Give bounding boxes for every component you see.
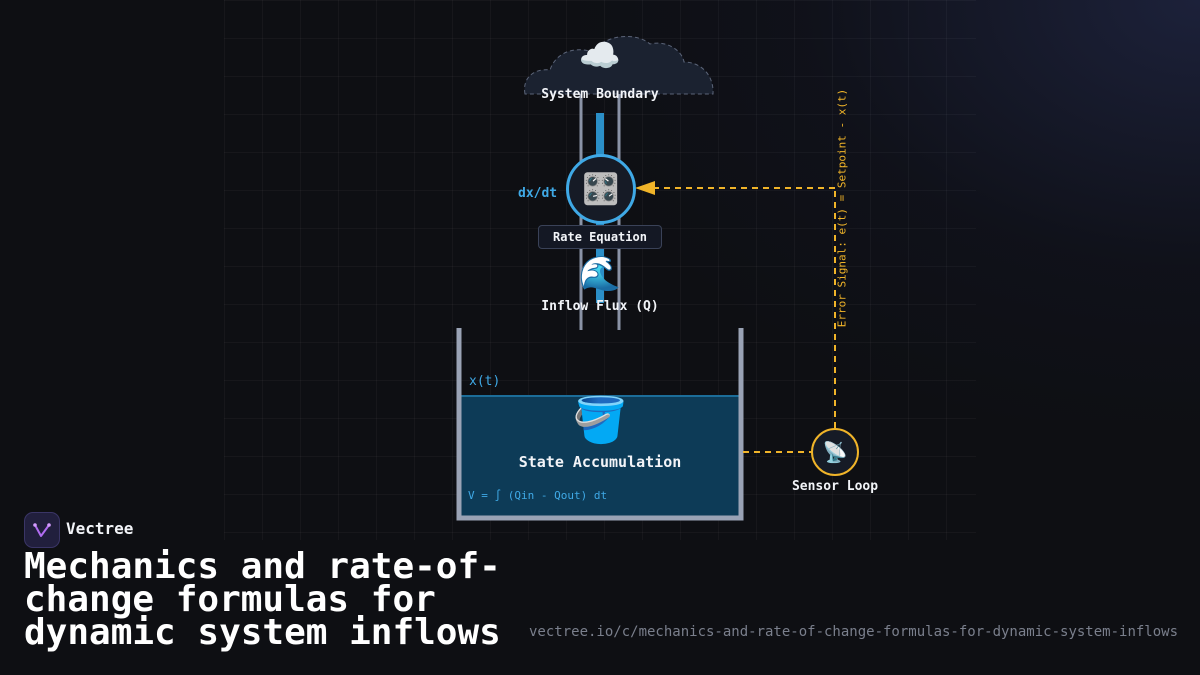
rate-equation-label: Rate Equation bbox=[538, 225, 662, 249]
bucket-icon: 🪣 bbox=[572, 395, 628, 446]
page-url[interactable]: vectree.io/c/mechanics-and-rate-of-chang… bbox=[529, 624, 1179, 640]
error-signal-label: Error Signal: e(t) = Setpoint - x(t) bbox=[835, 88, 849, 328]
page-title: Mechanics and rate-of-change formulas fo… bbox=[24, 546, 501, 653]
sensor-node[interactable]: 📡 bbox=[811, 428, 859, 476]
water-wave-icon: 🌊 bbox=[578, 254, 622, 294]
state-variable: x(t) bbox=[469, 374, 501, 389]
tank-walls bbox=[456, 328, 744, 521]
state-accumulation-label: State Accumulation bbox=[518, 453, 682, 471]
cloud-icon: ☁️ bbox=[578, 36, 622, 76]
satellite-antenna-icon: 📡 bbox=[822, 440, 848, 464]
system-boundary-label: System Boundary bbox=[541, 87, 659, 102]
rate-symbol: dx/dt bbox=[518, 186, 558, 201]
inflow-flux-label: Inflow Flux (Q) bbox=[541, 299, 659, 314]
tank-water bbox=[461, 395, 739, 516]
system-boundary-cloud bbox=[524, 35, 714, 95]
tank-water-surface bbox=[461, 395, 739, 397]
feedback-arrowhead bbox=[635, 181, 655, 195]
sensor-loop-label: Sensor Loop bbox=[791, 479, 879, 494]
rate-equation-node[interactable]: 🎛️ bbox=[566, 154, 636, 224]
brand-name: Vectree bbox=[66, 519, 134, 538]
control-knobs-icon: 🎛️ bbox=[582, 171, 620, 207]
state-formula: V = ∫ (Qin - Qout) dt bbox=[468, 489, 608, 502]
brand-logo-icon bbox=[24, 512, 60, 548]
